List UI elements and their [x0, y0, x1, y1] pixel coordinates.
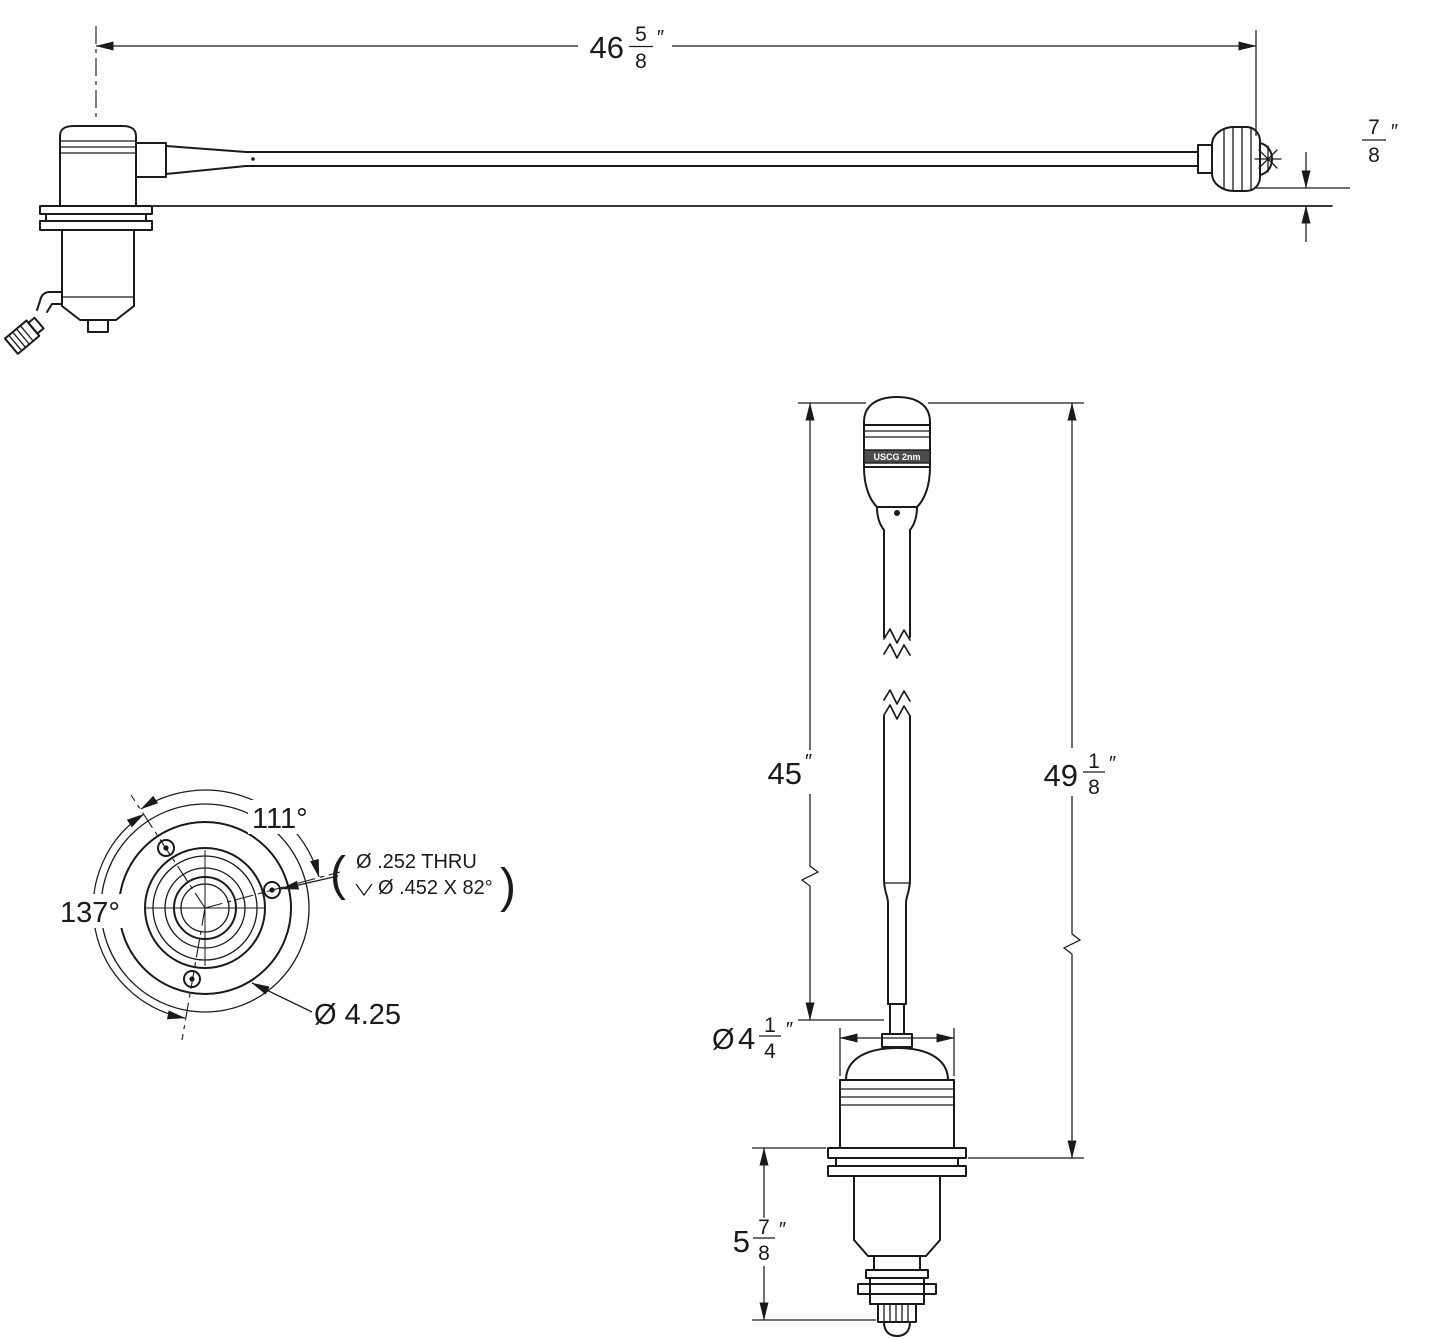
side-dimension-head-drop: 7 8 ″: [1256, 116, 1398, 242]
connector-cap: [883, 1321, 911, 1337]
light-head-front: USCG 2nm: [863, 396, 931, 531]
dim-height-den: 8: [1088, 776, 1100, 799]
dim-height-num: 1: [1088, 750, 1100, 773]
dim-basedia-unit: ″: [786, 1019, 793, 1041]
connector-pin: [857, 1283, 937, 1295]
pole-side: [165, 145, 1199, 175]
base-bottom-view: 111° 137° ( Ø .252 THRU Ø .452 X 82° ) Ø…: [56, 789, 516, 1041]
angle-dimension-111: 111°: [140, 789, 322, 878]
light-head-side: [1197, 126, 1282, 192]
countersink-icon: [355, 883, 373, 897]
side-view: 46 5 8 ″: [4, 22, 1398, 355]
dim-overall-whole: 46: [590, 30, 624, 65]
dim-height-unit: ″: [1109, 753, 1116, 775]
note-paren-close: ): [500, 860, 516, 913]
front-dimension-overall-height: 49 1 8 ″: [928, 402, 1124, 1159]
extension-line: [839, 1028, 955, 1076]
angle-dimension-137: 137°: [56, 813, 186, 1020]
hole-centerline: [181, 907, 206, 1041]
dim-overall-num: 5: [635, 23, 647, 46]
dim-height-whole: 49: [1044, 758, 1078, 793]
break-symbol: [883, 689, 911, 705]
front-view: USCG 2nm: [712, 396, 1124, 1337]
dim-belowdeck-whole: 5: [733, 1224, 750, 1259]
break-symbol: [883, 628, 911, 644]
dim-drop-unit: ″: [1391, 121, 1398, 143]
hole-centerline: [204, 871, 341, 909]
base-unit-side: [59, 125, 167, 207]
dimension-line: [1062, 402, 1082, 1159]
break-symbol: [883, 643, 911, 659]
dim-pole-unit: ″: [805, 751, 812, 773]
dim-belowdeck-num: 7: [758, 1216, 770, 1239]
dim-basedia-den: 4: [764, 1040, 776, 1063]
callout-flange-diameter: Ø 4.25: [251, 982, 401, 1031]
flange-diameter-label: Ø 4.25: [314, 999, 401, 1031]
dim-belowdeck-den: 8: [758, 1242, 770, 1265]
flange-plate: [827, 1165, 967, 1177]
front-dimension-below-deck: 5 7 8 ″: [722, 1147, 876, 1321]
leader-line: [251, 982, 313, 1013]
hole-note-line1: Ø .252 THRU: [356, 851, 477, 873]
head-screw: [894, 510, 900, 516]
pole-hole: [251, 157, 255, 161]
dim-basedia-symbol: Ø: [712, 1024, 735, 1056]
head-label-band: [863, 449, 931, 464]
front-dimension-base-diameter: Ø 4 1 4 ″: [712, 1014, 955, 1076]
hole-note-line2: Ø .452 X 82°: [378, 877, 493, 899]
base-front: [827, 1047, 967, 1337]
side-dimension-overall-length: 46 5 8 ″: [95, 22, 1257, 136]
callout-mounting-holes: ( Ø .252 THRU Ø .452 X 82° ): [280, 848, 516, 913]
pole-front: [881, 529, 913, 1048]
dim-pole-whole: 45: [768, 756, 802, 791]
front-dimension-pole-length: 45 ″: [764, 402, 884, 1021]
dim-basedia-whole: 4: [738, 1021, 755, 1056]
leader-line: [280, 875, 339, 890]
power-connector-side: [4, 291, 63, 355]
dim-overall-den: 8: [635, 50, 647, 73]
head-label: USCG 2nm: [873, 452, 920, 462]
light-rays-icon: [1254, 145, 1282, 173]
angle-arc: [140, 789, 320, 878]
dim-drop-num: 7: [1368, 116, 1380, 139]
dim-drop-den: 8: [1368, 144, 1380, 167]
break-symbol: [883, 704, 911, 720]
note-paren-open: (: [330, 848, 346, 901]
angle-arc: [92, 813, 186, 1020]
dim-belowdeck-unit: ″: [779, 1219, 786, 1241]
hole-centerline: [130, 794, 206, 909]
dimension-line: [800, 402, 820, 1021]
dim-basedia-num: 1: [764, 1014, 776, 1037]
base-mount-side: [39, 205, 153, 333]
angle-left-label: 137°: [60, 897, 120, 929]
dim-overall-unit: ″: [657, 27, 664, 49]
flange-plate: [827, 1147, 967, 1159]
angle-top-label: 111°: [252, 803, 308, 835]
